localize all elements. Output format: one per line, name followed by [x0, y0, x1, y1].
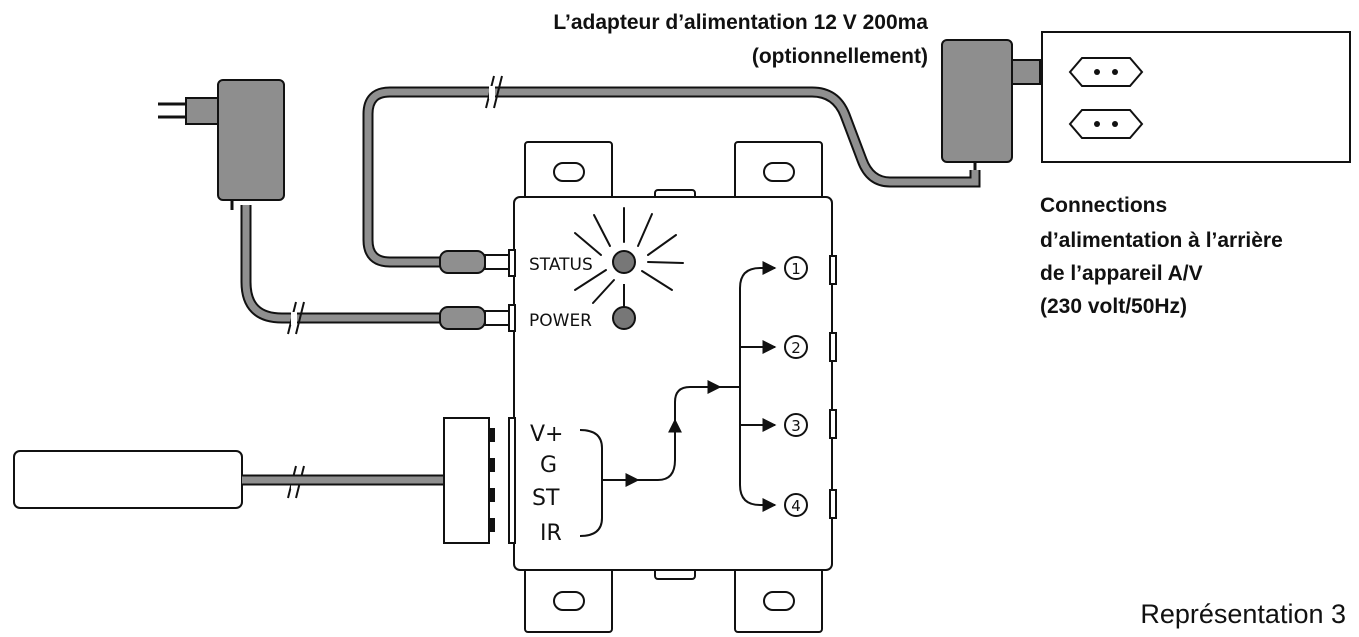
status-label: STATUS: [529, 255, 593, 275]
input-label-vplus: V+: [530, 422, 563, 447]
input-label-ir: IR: [540, 521, 562, 546]
outlet-label-line4: (230 volt/50Hz): [1040, 295, 1187, 318]
output-port-1: 1: [784, 256, 808, 280]
outlet-label-line2: d’alimentation à l’arrière: [1040, 229, 1283, 252]
status-plug: [439, 250, 510, 274]
terminal-block-pins: [489, 428, 495, 532]
input-label-g: G: [540, 453, 557, 478]
svg-text:3: 3: [791, 417, 801, 435]
hub-output-port-bumps: [829, 255, 837, 519]
outlet-socket-top: [1068, 57, 1144, 87]
adapter-label-line2: (optionnellement): [752, 45, 928, 68]
adapter-label-line1: L’adapteur d’alimentation 12 V 200ma: [553, 11, 928, 34]
hub-mounting-tabs: [524, 141, 823, 633]
power-adapter-right: [941, 39, 1068, 172]
ir-receiver: [13, 450, 243, 509]
svg-text:1: 1: [791, 260, 801, 278]
figure-caption: Représentation 3: [1140, 599, 1346, 629]
power-led: [612, 306, 636, 330]
wall-outlet-panel: [1041, 31, 1351, 163]
output-port-3: 3: [784, 413, 808, 437]
outlet-label-line3: de l’appareil A/V: [1040, 262, 1203, 285]
power-plug: [439, 306, 510, 330]
terminal-block: [443, 417, 490, 544]
outlet-socket-bottom: [1068, 109, 1144, 139]
power-label: POWER: [529, 311, 592, 331]
power-adapter-left: [158, 79, 285, 210]
svg-text:2: 2: [791, 339, 801, 357]
status-led: [612, 250, 636, 274]
status-led-rays: [574, 207, 684, 304]
svg-text:4: 4: [791, 497, 801, 515]
output-port-2: 2: [784, 335, 808, 359]
signal-routing: [579, 261, 777, 537]
input-label-st: ST: [532, 486, 560, 511]
output-port-4: 4: [784, 493, 808, 517]
hub-body: [513, 196, 833, 571]
outlet-label-line1: Connections: [1040, 194, 1167, 217]
